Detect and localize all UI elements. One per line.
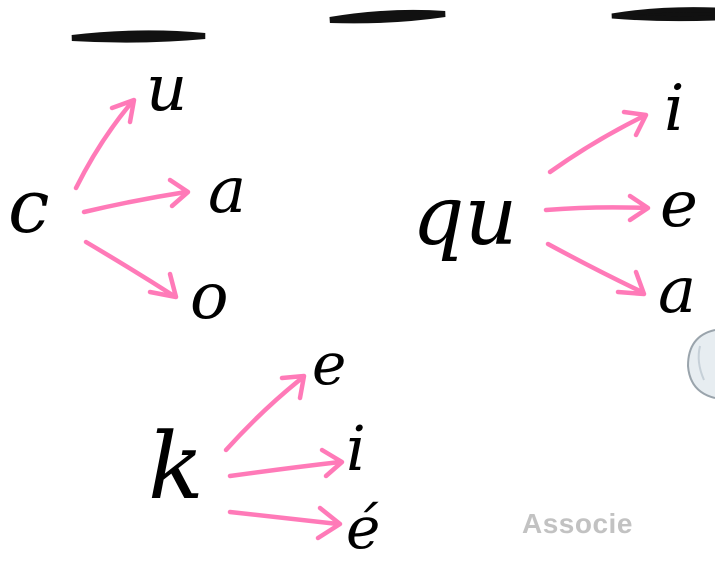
arrow-k-to-e-acute	[227, 505, 343, 541]
source-letter-c: c	[8, 164, 49, 250]
arrow-qu-to-i	[547, 109, 649, 175]
brush-stroke-left	[71, 30, 206, 43]
caption-associe: Associe	[522, 508, 633, 539]
target-letter-u: u	[146, 52, 187, 126]
target-letter-i2: i	[346, 412, 366, 485]
group-c: c u a o	[8, 52, 246, 334]
cut-off-illustration	[686, 329, 715, 399]
arrow-c-to-o	[83, 239, 179, 300]
arrow-k-to-i	[227, 447, 345, 479]
arrow-c-to-a	[81, 177, 191, 215]
arrow-k-to-e	[223, 373, 307, 453]
source-letter-k: k	[148, 413, 204, 520]
target-letter-i: i	[664, 72, 684, 146]
source-letter-qu: qu	[412, 169, 517, 264]
brush-stroke-right	[611, 7, 715, 22]
target-letter-o: o	[190, 260, 229, 334]
target-letter-e2: e	[312, 330, 346, 398]
group-qu: qu i e a	[412, 72, 698, 328]
arrow-qu-to-a	[545, 241, 647, 297]
target-letter-e: e	[660, 168, 698, 242]
arrow-c-to-u	[73, 97, 137, 191]
arrow-qu-to-e	[543, 193, 651, 223]
top-strokes	[71, 7, 715, 43]
group-k: k e i é	[148, 330, 380, 562]
target-letter-a: a	[208, 154, 246, 228]
target-letter-e-acute: é	[346, 494, 380, 562]
brush-stroke-middle	[329, 9, 446, 24]
target-letter-a2: a	[658, 254, 696, 328]
